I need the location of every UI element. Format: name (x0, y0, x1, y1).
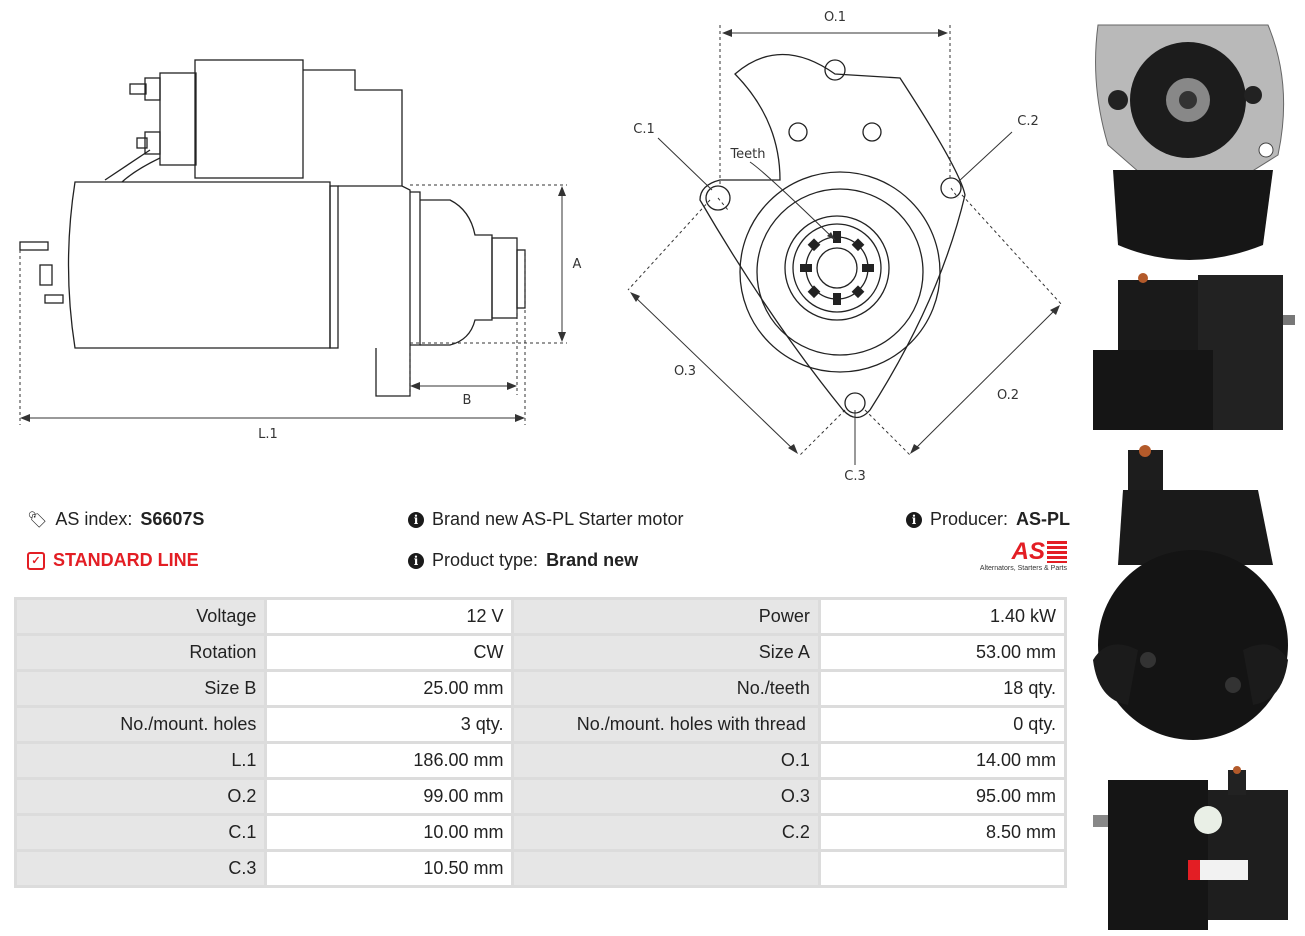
checkbox-icon: ✓ (27, 551, 45, 570)
info-icon: i (408, 511, 424, 528)
product-description: Brand new AS-PL Starter motor (432, 509, 684, 529)
product-type-row: i Product type: Brand new (408, 550, 638, 571)
info-icon: i (906, 511, 922, 528)
spec-label: No./mount. holes with thread (514, 708, 818, 741)
as-index-value: S6607S (140, 509, 205, 529)
standard-line-label: STANDARD LINE (53, 550, 199, 570)
product-photo-rear (1088, 445, 1298, 750)
spec-value (820, 852, 1064, 885)
spec-label: Voltage (17, 600, 265, 633)
spec-label: Size A (514, 636, 818, 669)
spec-value: 1.40 kW (820, 600, 1064, 633)
spec-value: 25.00 mm (267, 672, 512, 705)
spec-label: O.2 (17, 780, 265, 813)
side-view-drawing: A B L.1 (19, 59, 582, 442)
product-type-label: Product type: (432, 550, 539, 570)
as-index-label: AS index: (55, 509, 133, 529)
spec-value: 95.00 mm (820, 780, 1064, 813)
logo-tagline: Alternators, Starters & Parts (979, 565, 1067, 572)
logo-text: AS (1011, 538, 1045, 565)
logo-stripes-icon (1047, 541, 1067, 563)
dim-label-teeth: Teeth (729, 147, 765, 162)
front-view-drawing: O.1 C.1 C.2 Teeth O.3 O.2 C.3 (627, 10, 1063, 484)
spec-value: 99.00 mm (267, 780, 512, 813)
dim-label-o2: O.2 (997, 388, 1019, 403)
spec-label: No./mount. holes (17, 708, 265, 741)
product-photo-side (1088, 270, 1298, 435)
spec-label: C.2 (514, 816, 818, 849)
tags-icon: 🏷 (27, 511, 48, 529)
as-index-row: 🏷 AS index: S6607S (27, 509, 204, 530)
dim-label-o3: O.3 (674, 364, 696, 379)
spec-value: 18 qty. (820, 672, 1064, 705)
standard-line-badge: ✓ STANDARD LINE (27, 550, 199, 571)
spec-label: Rotation (17, 636, 265, 669)
dim-label-o1: O.1 (824, 10, 846, 25)
spec-label: Power (514, 600, 818, 633)
spec-value: 10.50 mm (267, 852, 512, 885)
dim-label-a: A (573, 257, 582, 272)
producer-row: i Producer: AS-PL (906, 509, 1070, 530)
spec-value: 53.00 mm (820, 636, 1064, 669)
dim-label-c3: C.3 (844, 469, 865, 484)
producer-label: Producer: (930, 509, 1009, 529)
spec-label: O.1 (514, 744, 818, 777)
description-row: i Brand new AS-PL Starter motor (408, 509, 683, 530)
producer-value: AS-PL (1016, 509, 1071, 529)
spec-value: 8.50 mm (820, 816, 1064, 849)
product-photo-front (1088, 5, 1298, 267)
spec-label: Size B (17, 672, 265, 705)
spec-value: 12 V (267, 600, 512, 633)
spec-label: O.3 (514, 780, 818, 813)
spec-label: No./teeth (514, 672, 818, 705)
spec-value: 3 qty. (267, 708, 512, 741)
spec-label: L.1 (17, 744, 265, 777)
info-icon: i (408, 552, 424, 569)
product-photo-label (1088, 765, 1298, 931)
product-type-value: Brand new (546, 550, 639, 570)
spec-value: CW (267, 636, 512, 669)
spec-value: 0 qty. (820, 708, 1064, 741)
as-pl-logo: AS Alternators, Starters & Parts (966, 539, 1067, 572)
spec-label (514, 852, 818, 885)
spec-value: 186.00 mm (267, 744, 512, 777)
dim-label-l1: L.1 (258, 427, 278, 442)
spec-label: C.3 (17, 852, 265, 885)
spec-value: 10.00 mm (267, 816, 512, 849)
dim-label-c2: C.2 (1017, 114, 1038, 129)
spec-label: C.1 (17, 816, 265, 849)
dim-label-c1: C.1 (633, 122, 654, 137)
dim-label-b: B (463, 393, 472, 408)
spec-value: 14.00 mm (820, 744, 1064, 777)
